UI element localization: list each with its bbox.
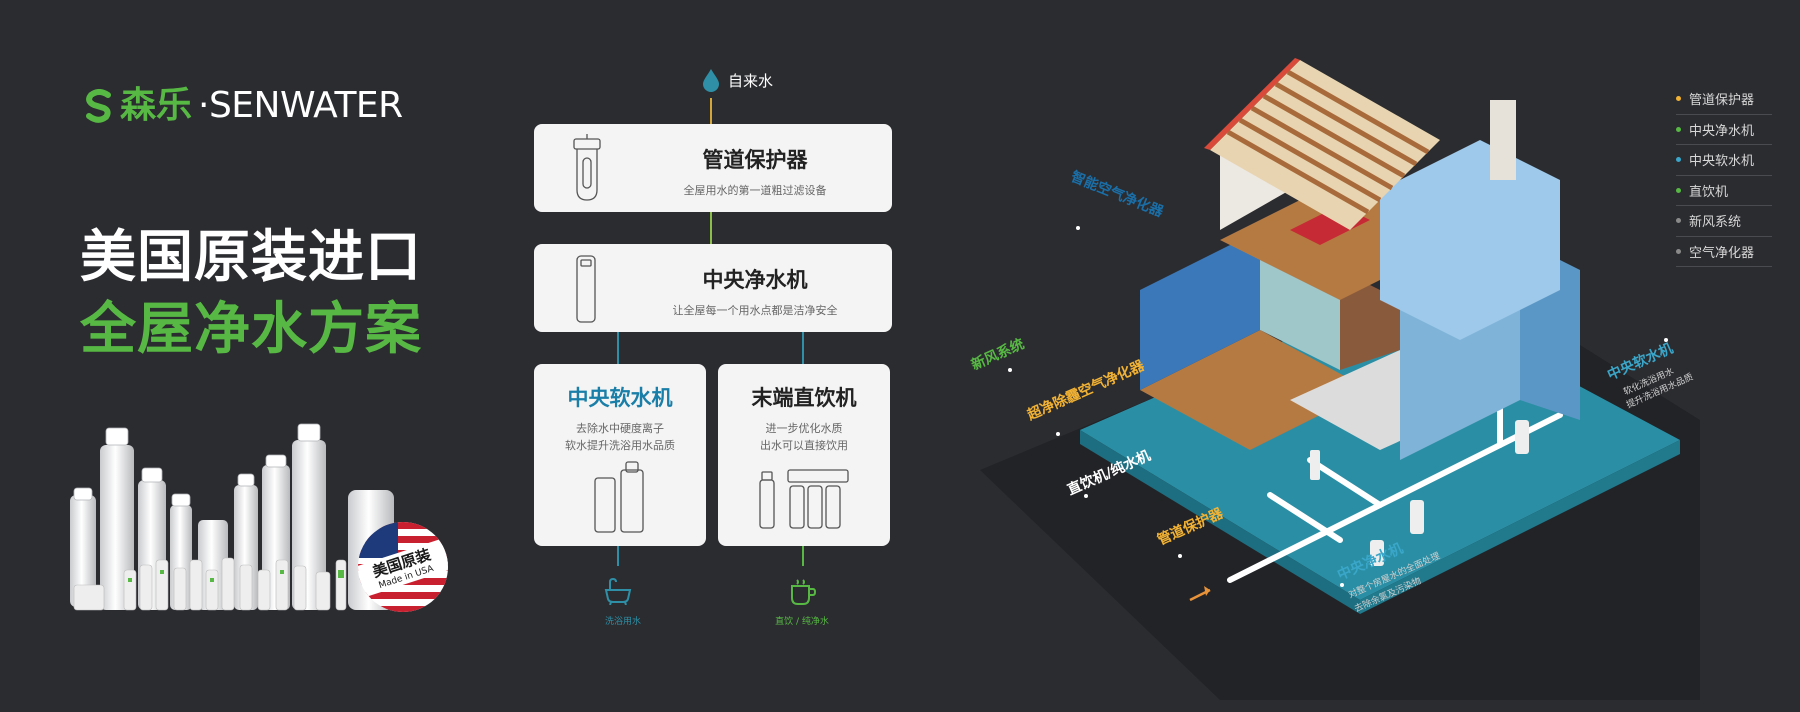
connector-line	[802, 332, 804, 364]
connector-line	[617, 332, 619, 364]
water-source-label: 自来水	[728, 71, 774, 90]
legend: 管道保护器 中央净水机 中央软水机 直饮机 新风系统 空气净化器	[1676, 84, 1772, 267]
legend-item: 管道保护器	[1676, 84, 1772, 115]
legend-label: 新风系统	[1689, 215, 1742, 231]
house-label-smart-air-purifier: 智能空气净化器	[1068, 168, 1167, 221]
card-desc: 去除水中硬度离子	[576, 422, 664, 435]
pipe-protector-icon	[573, 134, 601, 201]
made-in-usa-badge: 美国原装 Made in USA	[358, 522, 448, 612]
legend-item: 空气净化器	[1676, 237, 1772, 267]
brand-name-en: ·SENWATER	[198, 85, 403, 126]
legend-dot	[1676, 187, 1681, 193]
headline-line-2: 全屋净水方案	[80, 297, 422, 362]
central-purifier-icon	[576, 255, 596, 323]
bathtub-icon	[604, 577, 632, 605]
endpoint-bath-label: 洗浴用水	[604, 617, 641, 627]
legend-label: 管道保护器	[1689, 93, 1755, 109]
card-desc: 让全屋每一个用水点都是洁净安全	[672, 304, 838, 317]
card-title: 中央净水机	[702, 268, 808, 292]
card-pipe-protector: 管道保护器 全屋用水的第一道粗过滤设备	[534, 124, 892, 212]
legend-item: 中央软水机	[1676, 145, 1772, 176]
water-source: 自来水	[702, 68, 773, 92]
headline-line-1: 美国原装进口	[80, 225, 422, 290]
brand-name-cn: 森乐	[120, 85, 193, 126]
water-softener-icon	[594, 461, 644, 533]
legend-dot	[1676, 96, 1681, 102]
usa-flag-icon	[358, 522, 448, 612]
card-desc: 全屋用水的第一道粗过滤设备	[683, 184, 827, 197]
senwater-logo-icon	[86, 89, 111, 123]
card-title: 中央软水机	[567, 386, 673, 410]
house-illustration: 智能空气净化器 新风系统 超净除霾空气净化器 直饮机/纯水机 管道保护器 中央净…	[969, 58, 1700, 700]
card-desc: 软水提升洗浴用水品质	[565, 439, 675, 452]
legend-label: 空气净化器	[1689, 245, 1755, 261]
endpoint-drink-label: 直饮 / 纯净水	[775, 617, 829, 627]
legend-dot	[1676, 126, 1681, 132]
cup-icon	[791, 579, 817, 605]
card-desc: 进一步优化水质	[765, 422, 843, 435]
house-label-fresh-air: 新风系统	[969, 335, 1027, 373]
legend-label: 直饮机	[1689, 184, 1729, 200]
legend-dot	[1676, 157, 1681, 163]
card-title: 末端直饮机	[751, 386, 857, 410]
connector-line	[710, 98, 712, 124]
water-drop-icon	[703, 69, 719, 92]
legend-item: 新风系统	[1676, 206, 1772, 237]
legend-item: 直饮机	[1676, 176, 1772, 206]
legend-dot	[1676, 248, 1681, 254]
legend-item: 中央净水机	[1676, 115, 1772, 145]
card-drinking-machine: 末端直饮机 进一步优化水质 出水可以直接饮用	[718, 364, 890, 546]
connector-line	[710, 212, 712, 244]
legend-label: 中央净水机	[1689, 123, 1755, 139]
brand-logo: 森乐 ·SENWATER	[84, 88, 403, 124]
legend-label: 中央软水机	[1689, 154, 1755, 170]
legend-dot	[1676, 218, 1681, 224]
drinking-machine-icon	[759, 469, 849, 529]
card-central-purifier: 中央净水机 让全屋每一个用水点都是洁净安全	[534, 244, 892, 332]
card-desc: 出水可以直接饮用	[760, 439, 848, 452]
card-title: 管道保护器	[702, 148, 808, 172]
connector-line	[802, 546, 804, 566]
connector-line	[617, 546, 619, 566]
card-water-softener: 中央软水机 去除水中硬度离子 软水提升洗浴用水品质	[534, 364, 706, 546]
